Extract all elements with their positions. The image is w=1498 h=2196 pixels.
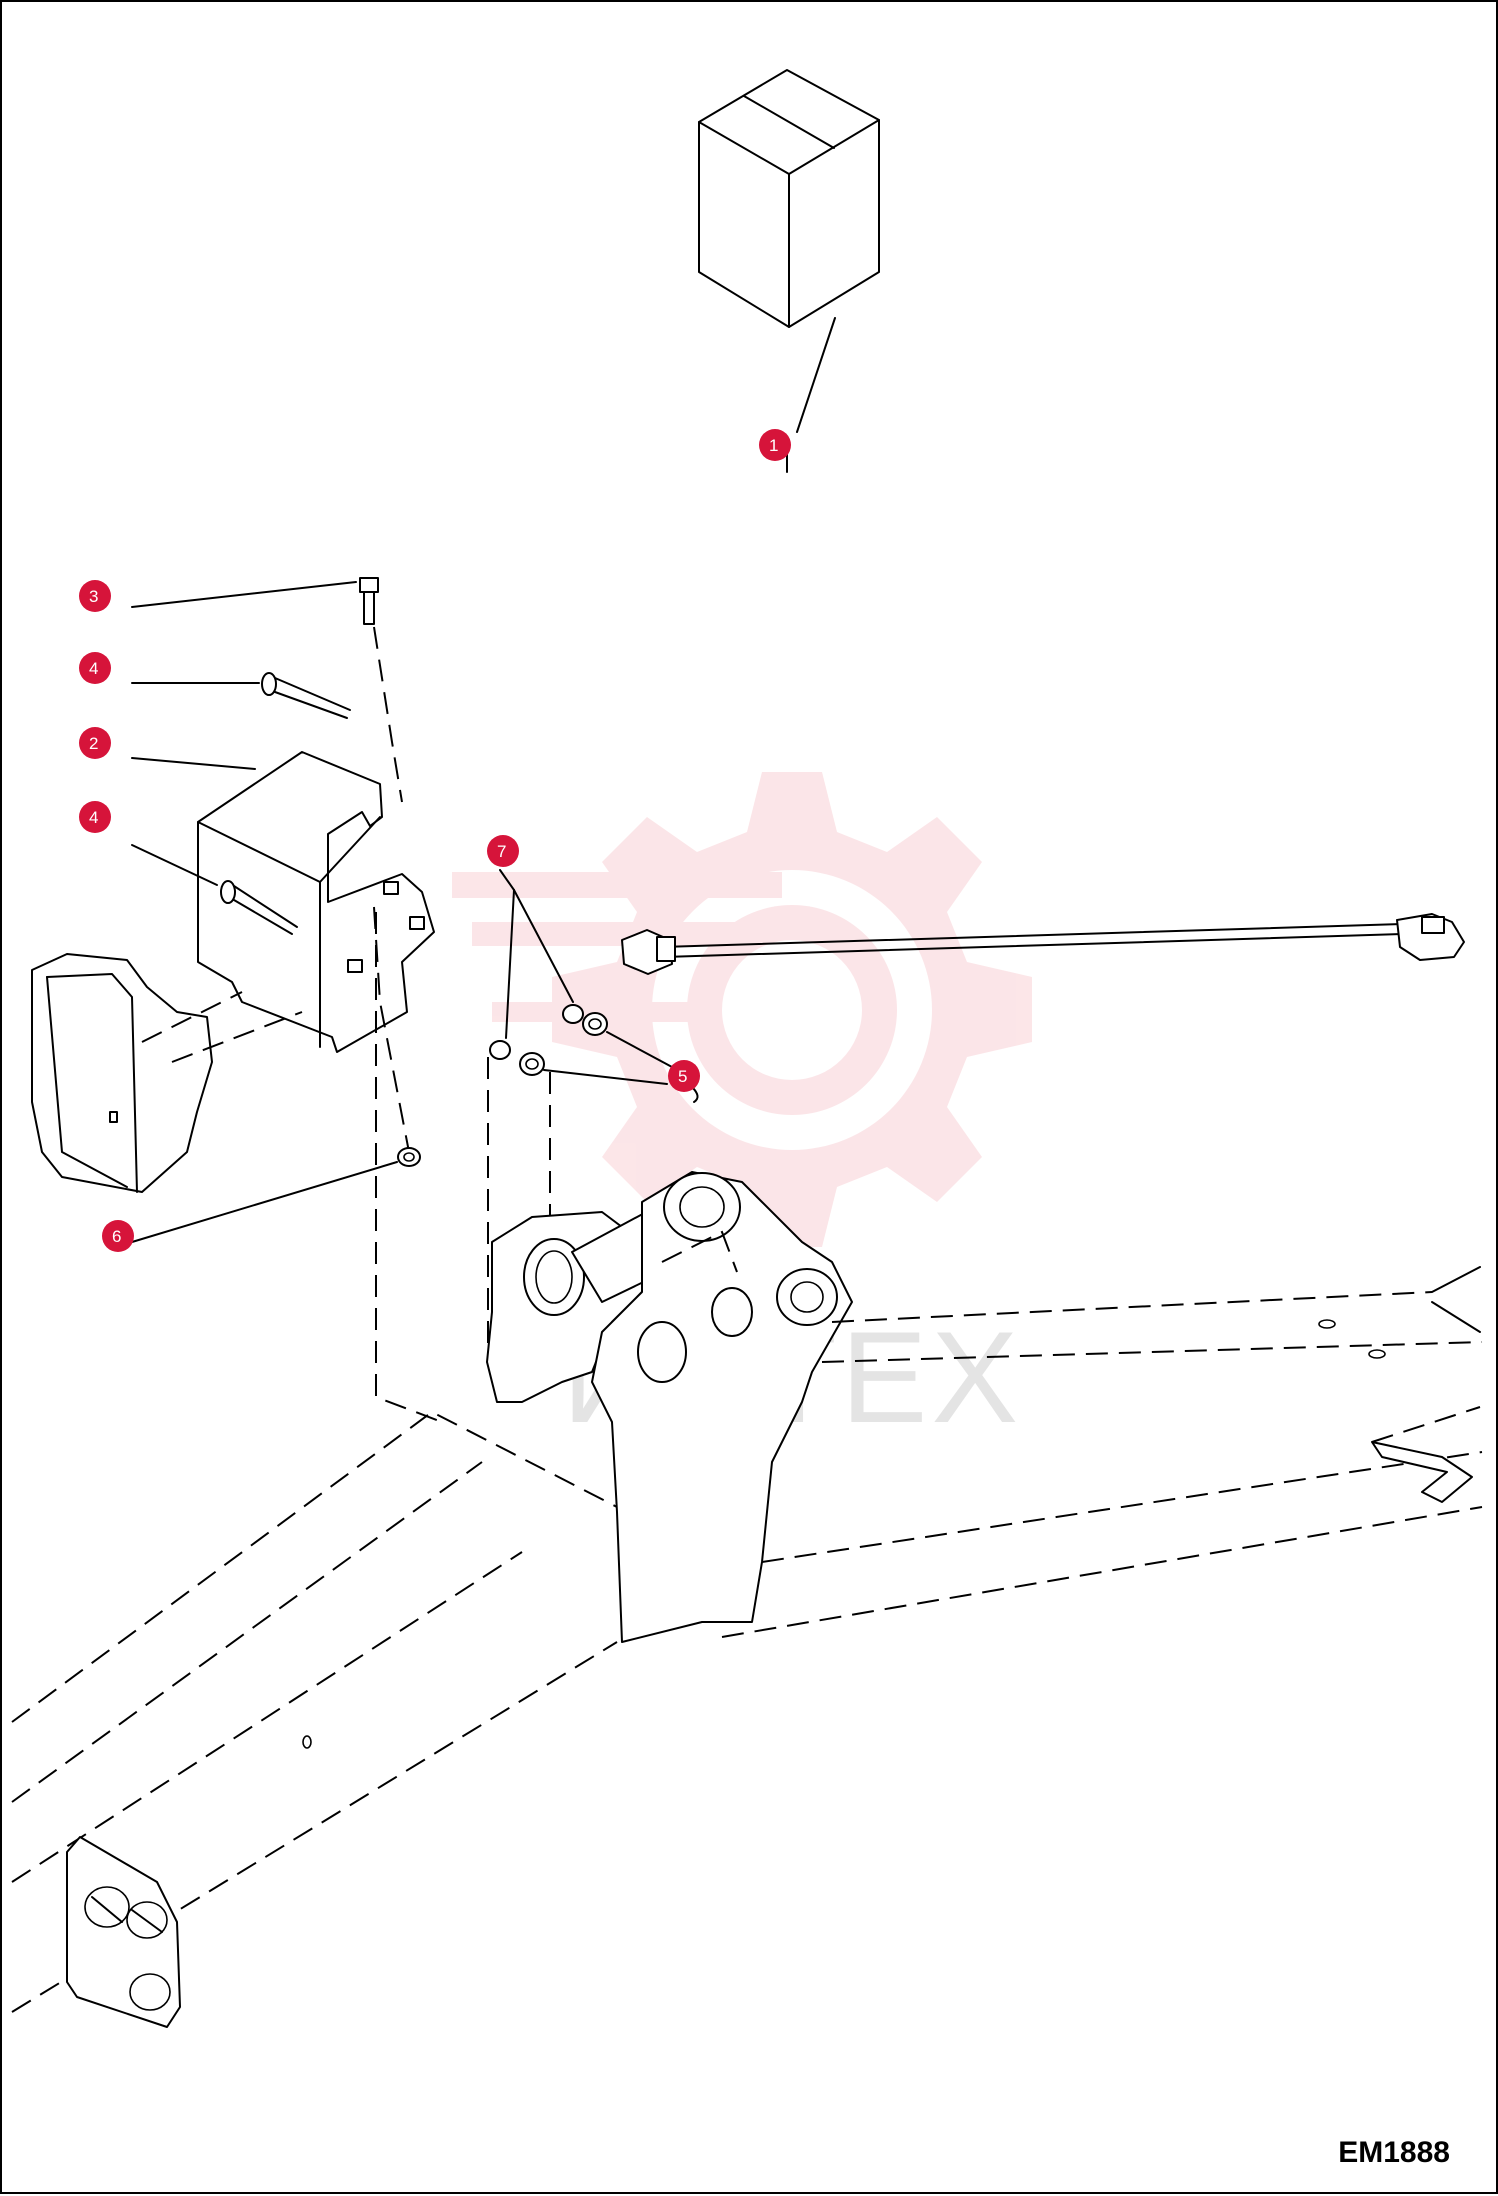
callout-6: 6 xyxy=(102,1220,134,1252)
washer xyxy=(489,869,584,1060)
svg-text:4: 4 xyxy=(89,659,98,678)
upper-pin xyxy=(131,672,351,719)
callout-3: 3 xyxy=(79,580,111,612)
callout-1: 1 xyxy=(759,429,791,461)
svg-text:1: 1 xyxy=(769,436,778,455)
callout-5: 5 xyxy=(668,1060,700,1092)
svg-text:6: 6 xyxy=(112,1227,121,1246)
callout-7: 7 xyxy=(487,835,519,867)
svg-text:2: 2 xyxy=(89,734,98,753)
hitch-frame xyxy=(11,1171,1483,2028)
kit-box xyxy=(698,69,880,473)
callout-2: 2 xyxy=(79,727,111,759)
watermark-gear-icon xyxy=(452,772,1032,1247)
svg-text:7: 7 xyxy=(497,842,506,861)
lower-pin xyxy=(131,844,298,935)
callout-4-upper: 4 xyxy=(79,652,111,684)
svg-text:5: 5 xyxy=(678,1067,687,1086)
svg-text:3: 3 xyxy=(89,587,98,606)
tail-light xyxy=(31,953,303,1193)
drawing-id: EM1888 xyxy=(1338,2136,1450,2169)
wiring-harness xyxy=(621,913,1465,975)
nut xyxy=(519,1012,699,1103)
lower-nut xyxy=(131,1147,421,1243)
light-bracket xyxy=(131,751,435,1053)
bolt xyxy=(131,577,379,625)
callout-4-lower: 4 xyxy=(79,801,111,833)
svg-text:4: 4 xyxy=(89,808,98,827)
